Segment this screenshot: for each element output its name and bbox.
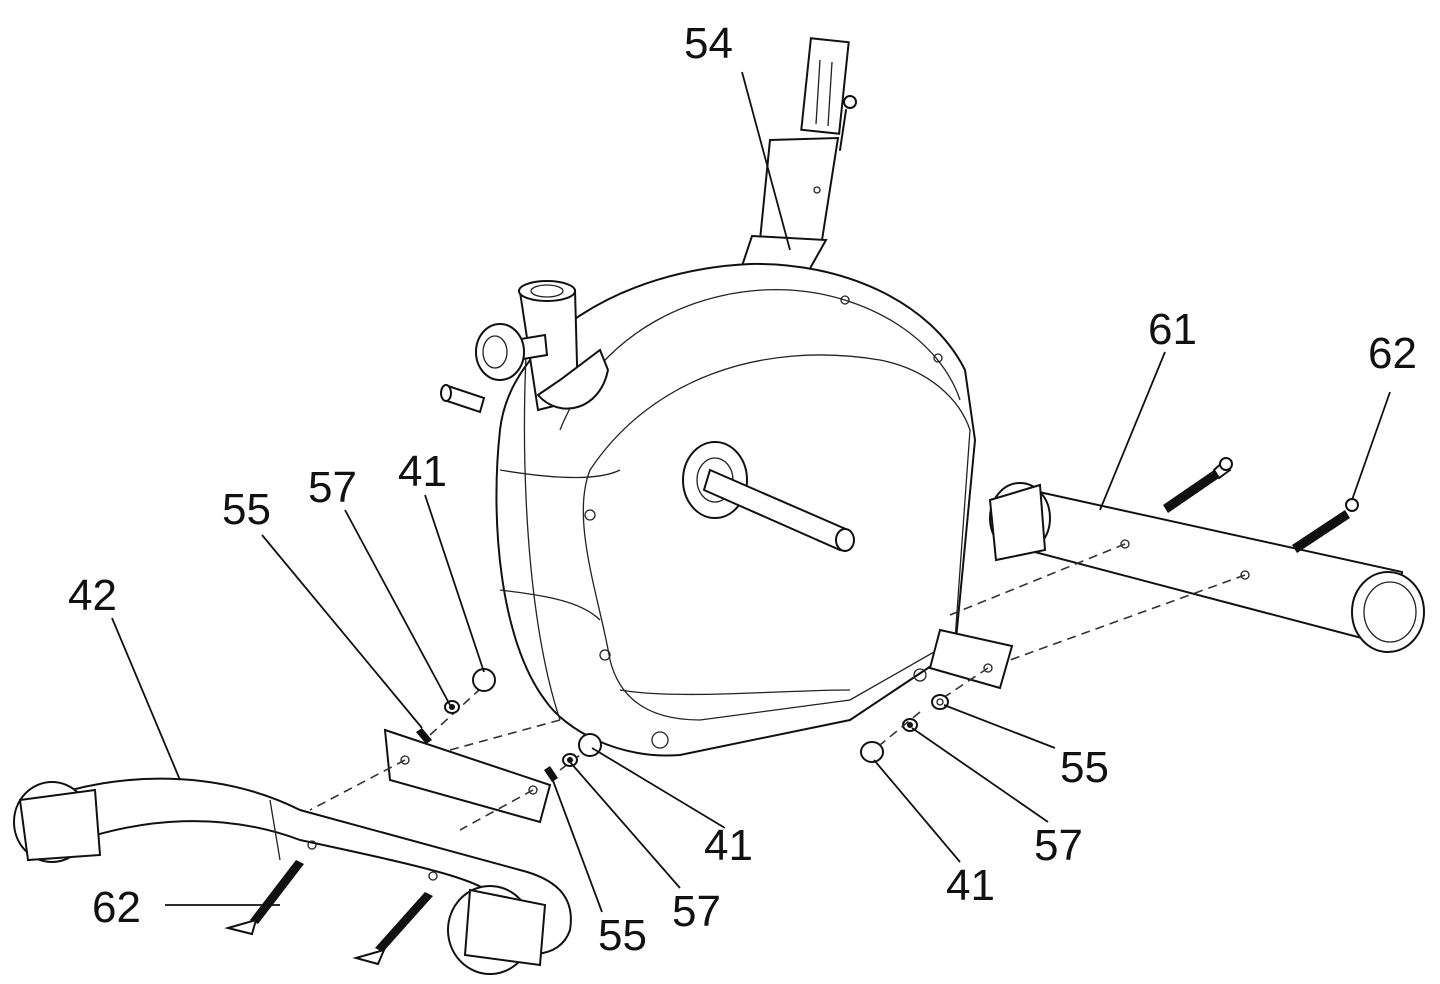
- handlebar-socket: [518, 280, 610, 412]
- cap-nut-41-left: [472, 668, 496, 692]
- callout-62-right: 62: [1368, 329, 1417, 378]
- cap-nut-41-mid: [578, 733, 602, 757]
- rear-stabilizer-61: [988, 482, 1425, 653]
- callout-62-left: 62: [92, 883, 141, 932]
- front-bracket: [383, 728, 552, 824]
- callout-55-mid: 55: [598, 911, 647, 960]
- callout-57-right: 57: [1034, 821, 1083, 870]
- cap-nut-41-right: [860, 741, 884, 763]
- callout-41-mid: 41: [704, 821, 753, 870]
- bolt-62-rear-b: [1292, 498, 1359, 553]
- bolt-62-front-a: [224, 860, 304, 936]
- bolt-62-rear-a: [1163, 457, 1233, 513]
- nut-57-left: [444, 700, 460, 714]
- callout-41-left: 41: [398, 447, 447, 496]
- callout-42: 42: [68, 571, 117, 620]
- callout-54: 54: [684, 19, 733, 68]
- bolt-62-front-b: [352, 892, 433, 966]
- nut-57-mid: [562, 753, 578, 767]
- callout-57-mid: 57: [672, 887, 721, 936]
- callout-57-left: 57: [308, 463, 357, 512]
- washer-55-right: [931, 694, 949, 710]
- seat-post: [740, 37, 857, 274]
- callout-55-left: 55: [222, 485, 271, 534]
- washer-55-mid: [544, 766, 558, 782]
- side-bolt: [440, 384, 486, 414]
- callout-41-right: 41: [946, 861, 995, 910]
- callout-61: 61: [1148, 305, 1197, 354]
- washer-55-left: [416, 728, 432, 744]
- front-stabilizer-42: [13, 777, 572, 975]
- callout-55-right: 55: [1060, 743, 1109, 792]
- rear-bracket: [928, 628, 1014, 690]
- tension-knob: [475, 323, 549, 381]
- main-housing: [495, 262, 977, 757]
